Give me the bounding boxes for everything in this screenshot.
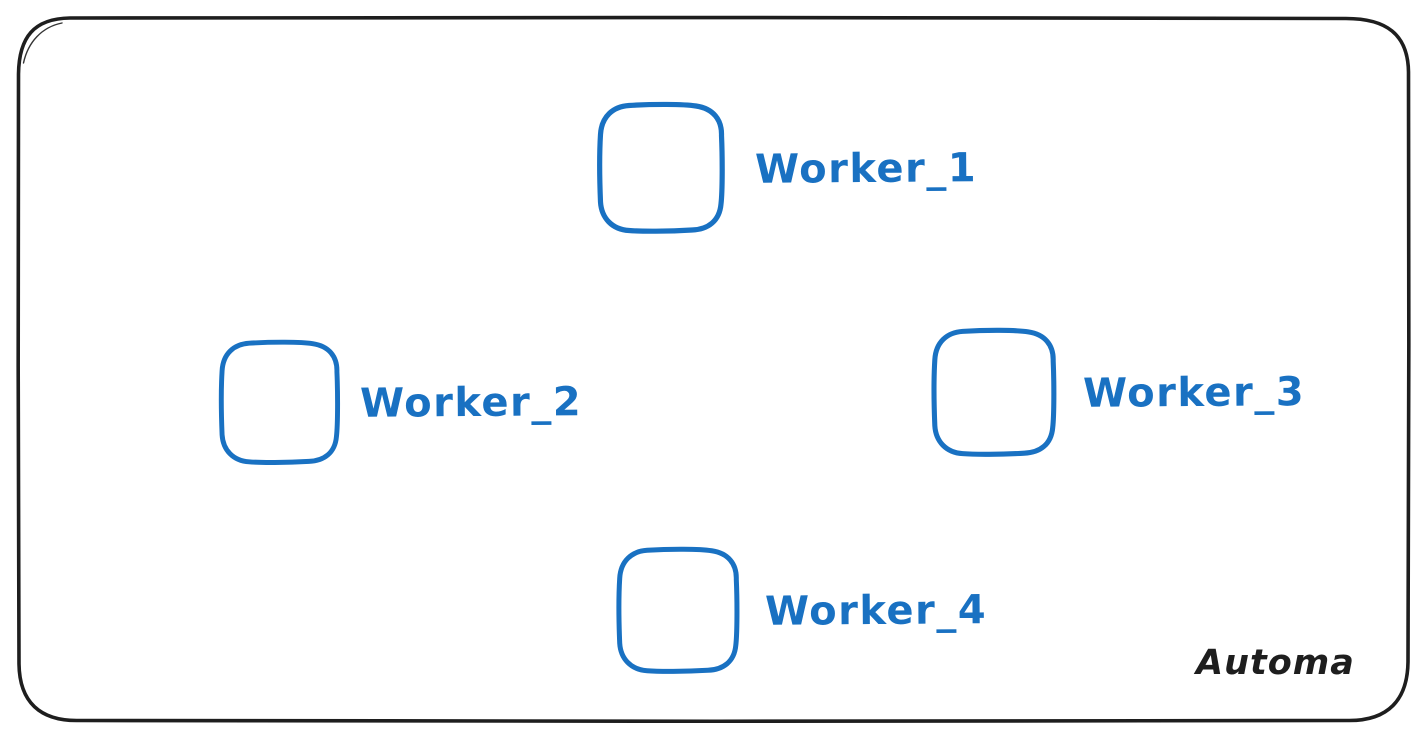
worker-box-icon	[218, 339, 341, 465]
worker-node-1: Worker_1	[595, 100, 977, 237]
worker-box-icon	[931, 327, 1057, 457]
worker-node-label: Worker_1	[754, 144, 978, 193]
worker-node-4: Worker_4	[613, 545, 987, 677]
worker-node-label: Worker_4	[764, 587, 988, 635]
automa-watermark: Automa	[1196, 643, 1355, 683]
worker-node-label: Worker_3	[1082, 369, 1306, 417]
worker-node-3: Worker_3	[927, 326, 1305, 460]
worker-box-icon	[597, 101, 725, 234]
worker-box-icon	[616, 546, 740, 674]
worker-node-2: Worker_2	[213, 338, 582, 468]
worker-node-label: Worker_2	[359, 379, 583, 427]
